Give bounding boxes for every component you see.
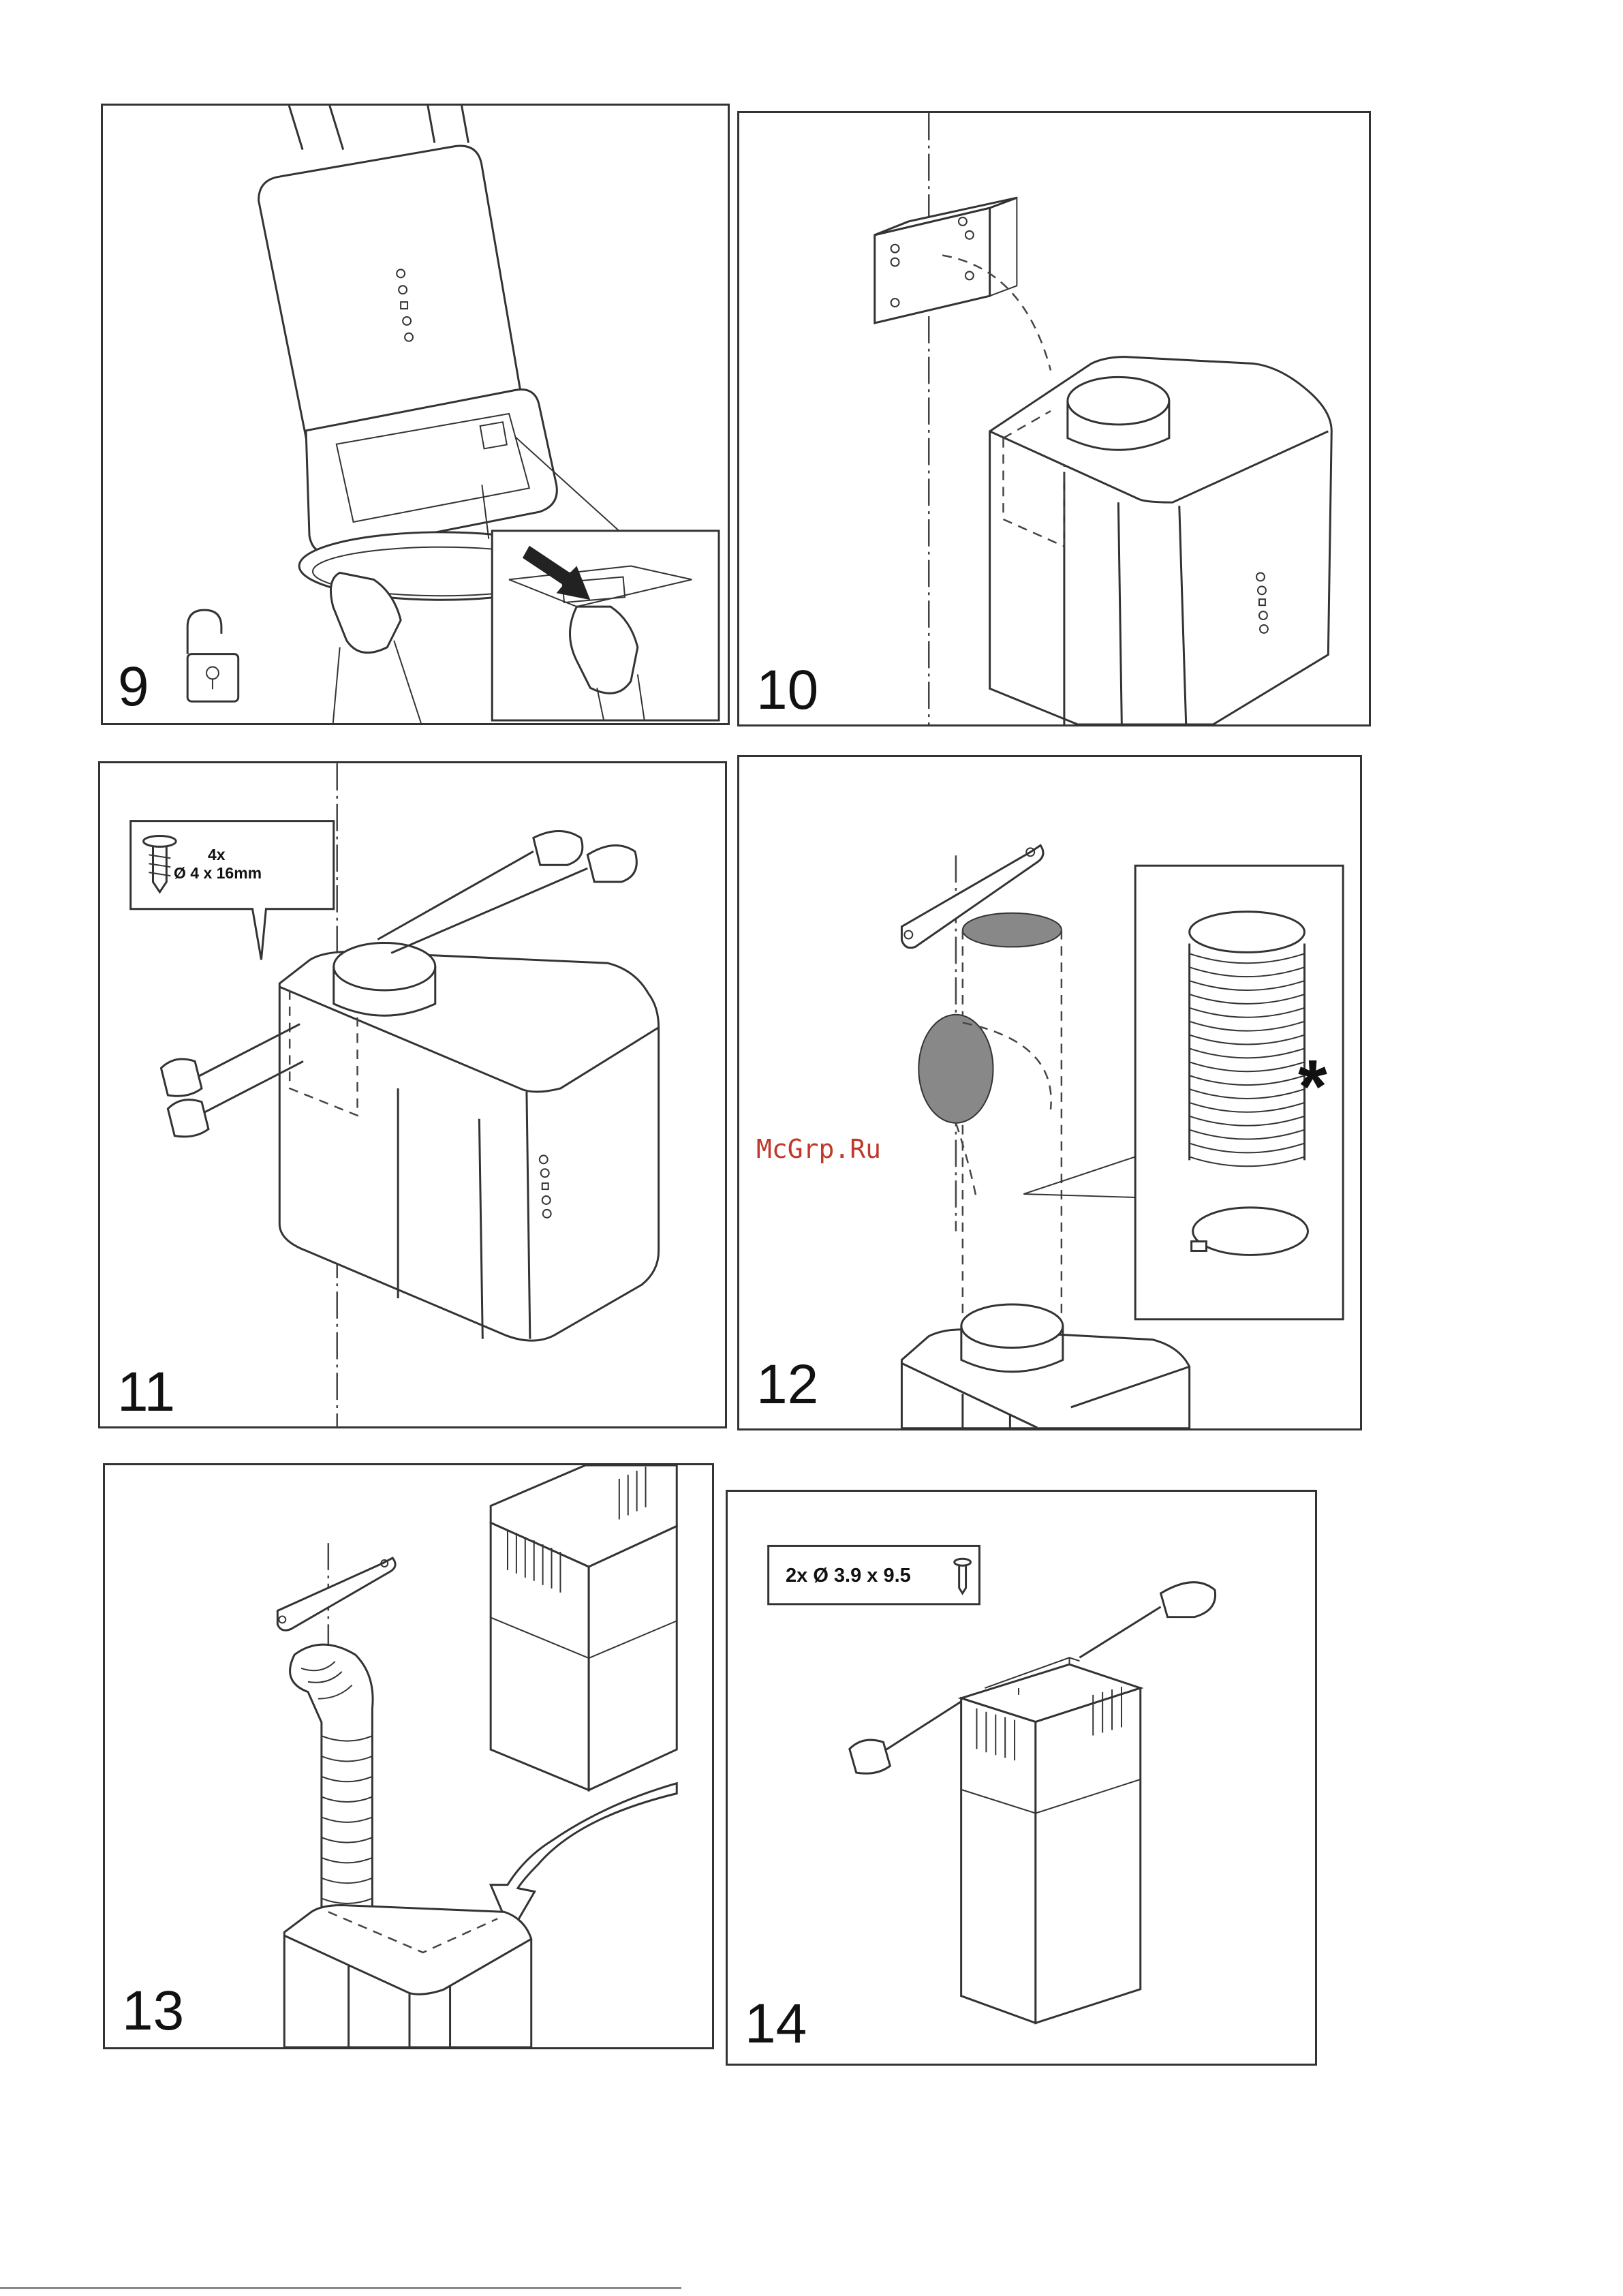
screw-quantity: 4x xyxy=(208,846,226,864)
step-10-panel: 10 xyxy=(737,111,1371,726)
step-14-panel: 2x Ø 3.9 x 9.5 14 xyxy=(726,1490,1317,2066)
optional-symbol: * xyxy=(1298,1043,1327,1130)
step-13-panel: 13 xyxy=(103,1463,714,2049)
step-number: 9 xyxy=(118,659,149,715)
step-number: 14 xyxy=(745,1996,807,2052)
arrow-icon xyxy=(491,1784,677,1932)
step-9-illustration xyxy=(103,106,728,723)
step-11-illustration xyxy=(100,763,725,1426)
step-number: 12 xyxy=(756,1357,818,1413)
screw-spec: 2x Ø 3.9 x 9.5 xyxy=(786,1565,911,1587)
step-11-panel: 4x Ø 4 x 16mm 11 xyxy=(98,761,727,1428)
watermark: McGrp.Ru xyxy=(756,1134,881,1164)
step-12-panel: * 12 xyxy=(737,755,1362,1430)
screw-size: Ø 4 x 16mm xyxy=(174,864,262,883)
step-12-illustration xyxy=(739,757,1360,1428)
step-13-illustration xyxy=(105,1465,712,2047)
footer-rule xyxy=(0,2287,681,2289)
chimney-cover-icon xyxy=(491,1465,677,1790)
step-number: 13 xyxy=(122,1983,184,2039)
bracket-icon xyxy=(875,198,1017,323)
step-10-illustration xyxy=(739,113,1369,724)
step-9-panel: 9 xyxy=(101,104,730,725)
bracket-icon xyxy=(277,1558,395,1630)
step-number: 11 xyxy=(117,1364,175,1420)
flexible-duct-icon xyxy=(290,1644,373,1939)
step-number: 10 xyxy=(756,662,818,718)
unlock-icon xyxy=(187,610,238,701)
